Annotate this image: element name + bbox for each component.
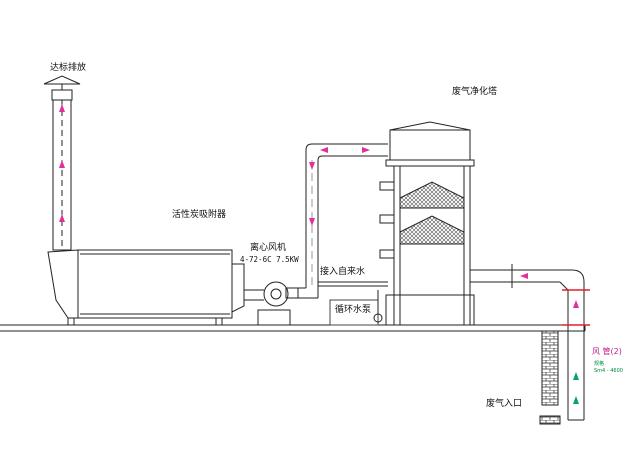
ground-slab <box>0 324 586 332</box>
packing-layer-upper <box>399 181 465 209</box>
duct-spec-label-1: 规格 <box>594 361 605 367</box>
water-supply-pipe <box>318 281 388 287</box>
flow-arrows-green <box>573 372 579 404</box>
duct-flanges <box>562 289 590 326</box>
circulation-pump <box>329 290 383 326</box>
packing-layer-lower <box>399 215 465 245</box>
main-duct <box>305 143 388 299</box>
stack-label: 达标排放 <box>50 63 87 73</box>
fan-inlet-duct <box>244 289 264 301</box>
centrifugal-fan <box>257 281 306 326</box>
fan-model-label: 4-72-6C 7.5KW <box>240 255 299 264</box>
purification-tower <box>379 121 475 326</box>
duct-spec-label-2: Sm4 - 4600 <box>594 368 623 374</box>
brick-support <box>539 330 561 425</box>
exhaust-stack <box>43 75 81 251</box>
carbon-adsorber <box>47 249 245 325</box>
inlet-duct <box>470 264 585 421</box>
exhaust-inlet-label: 废气入口 <box>486 399 523 409</box>
circulation-pump-label: 循环水泵 <box>335 305 372 315</box>
tap-water-label: 接入自来水 <box>320 267 366 277</box>
fan-name-label: 离心风机 <box>250 243 287 253</box>
flow-arrows <box>59 104 579 308</box>
carbon-adsorber-label: 活性炭吸附器 <box>172 210 227 220</box>
purification-tower-label: 废气净化塔 <box>452 87 498 97</box>
duct-name-label: 风 管(2) <box>592 347 622 356</box>
